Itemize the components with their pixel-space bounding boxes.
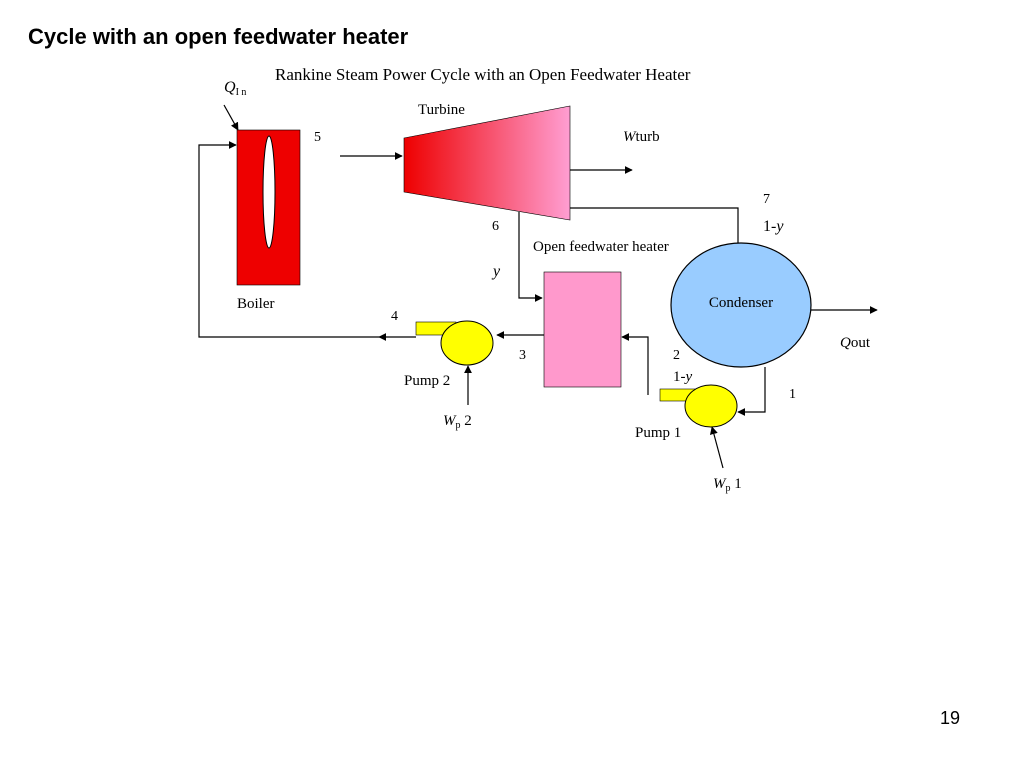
fraction-1-y-pump: 1-y <box>673 369 693 385</box>
state-7-label: 7 <box>763 192 770 207</box>
turbine-label: Turbine <box>418 102 465 118</box>
flow-7-line <box>570 207 742 251</box>
flow-6-line <box>518 212 543 302</box>
q-out-label: Qout <box>840 335 871 351</box>
state-4-label: 4 <box>391 309 398 324</box>
state-5-label: 5 <box>314 130 321 145</box>
state-3-label: 3 <box>519 348 526 363</box>
flow-1-line <box>737 367 766 416</box>
return-to-boiler-line <box>198 141 379 338</box>
turbine <box>403 105 571 221</box>
w-turb-label: Wturb <box>623 129 660 145</box>
pump-1-label: Pump 1 <box>635 425 681 441</box>
state-6-label: 6 <box>492 219 499 234</box>
pump-1 <box>684 384 738 428</box>
boiler-label: Boiler <box>237 296 275 312</box>
heater-label: Open feedwater heater <box>533 239 669 255</box>
diagram-title: Rankine Steam Power Cycle with an Open F… <box>275 65 691 84</box>
state-2-label: 2 <box>673 348 680 363</box>
pump-2 <box>440 320 494 366</box>
fraction-1-y-turbine: 1-y <box>763 218 784 235</box>
slide-title: Cycle with an open feedwater heater <box>28 24 409 49</box>
fraction-y-label: y <box>491 263 501 280</box>
wp1-label: Wp 1 <box>713 476 742 494</box>
condenser <box>670 242 812 368</box>
q-in-arrow <box>223 104 239 131</box>
page-number: 19 <box>940 708 961 728</box>
pump-2-label: Pump 2 <box>404 373 450 389</box>
condenser-label: Condenser <box>709 295 773 311</box>
flow-2-line <box>621 333 649 395</box>
wp1-arrow <box>710 426 724 469</box>
q-in-label: QI n <box>224 79 246 98</box>
wp2-label: Wp 2 <box>443 413 472 431</box>
state-1-label: 1 <box>789 387 796 402</box>
open-feedwater-heater <box>543 271 622 388</box>
boiler-tube <box>262 135 276 249</box>
